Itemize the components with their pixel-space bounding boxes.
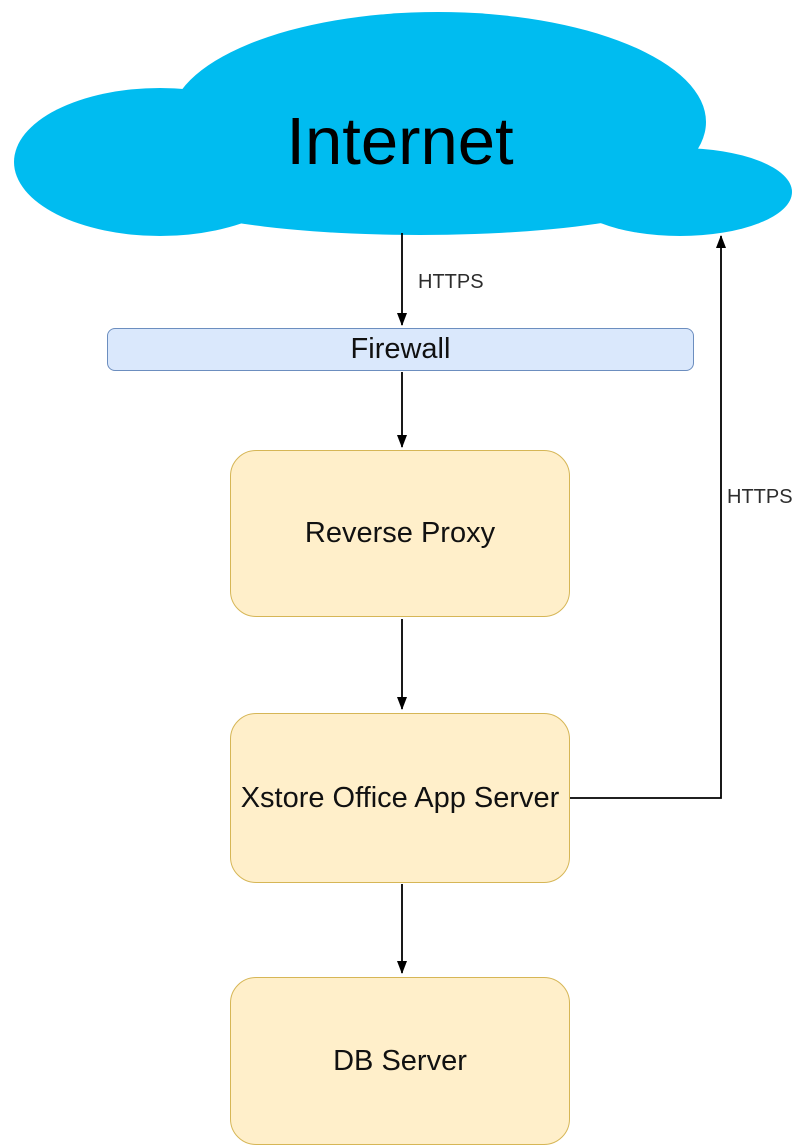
- internet-cloud-shape: [14, 12, 792, 236]
- https-label-internet-to-firewall: HTTPS: [418, 271, 484, 293]
- reverse-proxy-node: Reverse Proxy: [230, 450, 570, 617]
- xstore-office-app-server-node-label: Xstore Office App Server: [240, 781, 560, 814]
- https-label-app-server-to-internet: HTTPS: [727, 486, 793, 508]
- internet-cloud-label: Internet: [286, 103, 514, 179]
- reverse-proxy-node-label: Reverse Proxy: [304, 517, 496, 549]
- db-server-node: DB Server: [230, 977, 570, 1145]
- firewall-node-label: Firewall: [350, 333, 451, 365]
- db-server-node-label: DB Server: [333, 1044, 467, 1077]
- edge-app-server-to-internet: [570, 235, 726, 799]
- firewall-node: Firewall: [107, 328, 694, 371]
- xstore-office-app-server-node: Xstore Office App Server: [230, 713, 570, 883]
